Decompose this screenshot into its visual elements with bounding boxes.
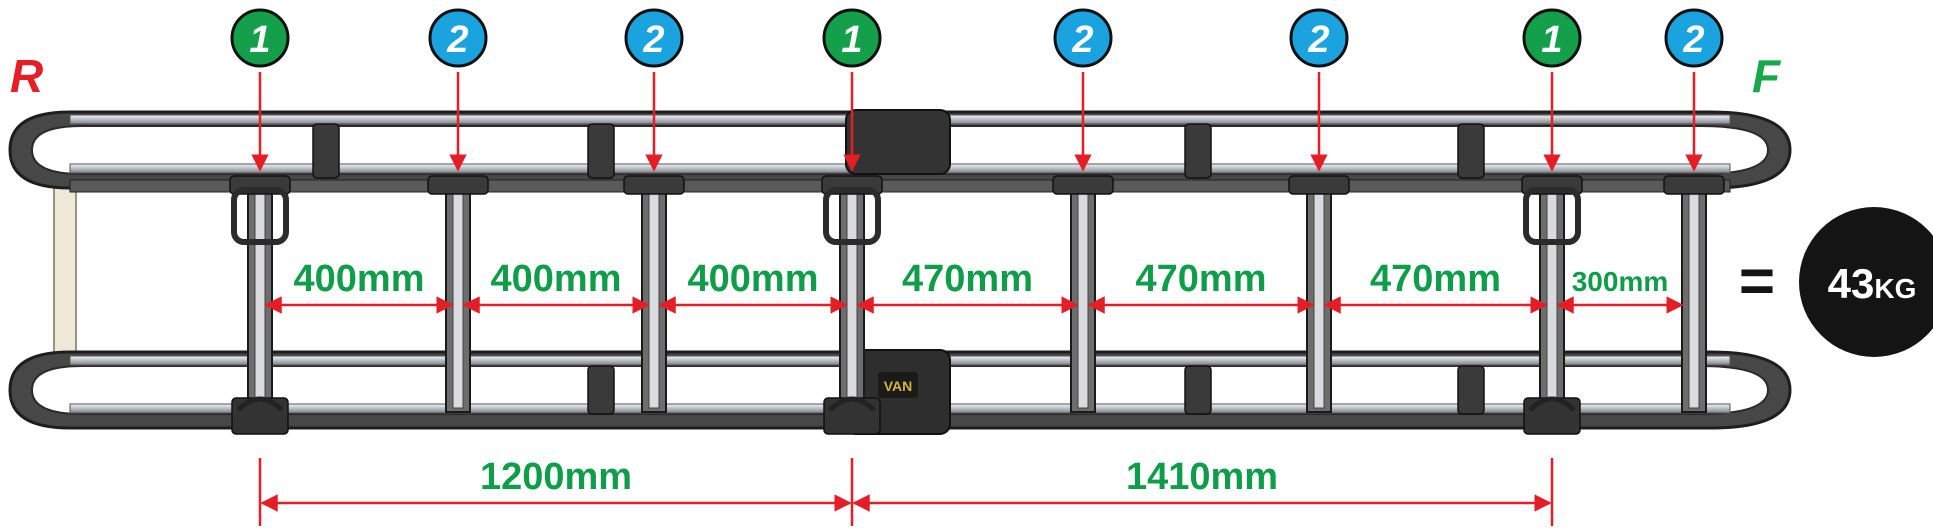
spacing-label: 300mm <box>1572 266 1669 297</box>
rail-clips <box>312 123 1485 415</box>
brand-badge: VAN <box>884 378 913 394</box>
spacing-label: 400mm <box>688 258 819 300</box>
marker: 2 <box>428 8 488 172</box>
weight-disc <box>1799 207 1933 357</box>
crossbar <box>1288 175 1350 413</box>
overall-dimension: 1410mm <box>852 456 1552 512</box>
crossbar <box>1521 175 1583 435</box>
spacing-dimension: 300mm <box>1556 266 1684 314</box>
overall-dimensions: 1200mm 1410mm <box>258 456 1554 526</box>
crossbar <box>229 175 291 435</box>
spacing-dimensions: 400mm 400mm 400mm 470mm 470mm 470mm 300mm <box>264 258 1684 314</box>
marker-label: 2 <box>446 19 468 61</box>
weight-unit: KG <box>1874 273 1916 304</box>
marker-label: 2 <box>1071 19 1093 61</box>
crossbar <box>1663 175 1725 413</box>
marker: 1 <box>230 8 290 172</box>
marker: 2 <box>624 8 684 172</box>
spacing-label: 470mm <box>902 258 1033 300</box>
overall-label: 1410mm <box>1126 456 1278 498</box>
weight-value: 43 <box>1828 260 1875 307</box>
marker-label: 1 <box>249 19 270 61</box>
front-label: F <box>1752 50 1782 102</box>
marker: 2 <box>1289 8 1349 172</box>
spacing-dimension: 470mm <box>856 258 1079 314</box>
marker-label: 2 <box>1682 19 1704 61</box>
spacing-dimension: 400mm <box>658 258 848 314</box>
marker: 1 <box>1522 8 1582 172</box>
spacing-label: 400mm <box>294 258 425 300</box>
spacing-dimension: 400mm <box>462 258 650 314</box>
marker: 2 <box>1664 8 1724 172</box>
weight-text: 43KG <box>1828 260 1917 307</box>
center-coupler: VAN <box>845 109 951 435</box>
marker: 1 <box>822 8 882 172</box>
weight-indicator: = 43KG <box>1739 207 1933 357</box>
position-markers: 1 2 2 1 2 2 1 2 <box>230 8 1724 172</box>
overall-label: 1200mm <box>480 456 632 498</box>
crossbar <box>821 175 883 435</box>
crossbar <box>1052 175 1114 413</box>
marker-label: 1 <box>841 19 862 61</box>
spacing-dimension: 470mm <box>1323 258 1548 314</box>
spacing-label: 400mm <box>491 258 622 300</box>
crossbar <box>623 175 685 413</box>
crossbar <box>427 175 489 413</box>
rear-label: R <box>10 50 43 102</box>
marker-label: 2 <box>642 19 664 61</box>
equals-sign: = <box>1739 247 1775 316</box>
spacing-label: 470mm <box>1136 258 1267 300</box>
marker: 2 <box>1053 8 1113 172</box>
spacing-dimension: 400mm <box>264 258 454 314</box>
spacing-dimension: 470mm <box>1087 258 1315 314</box>
marker-label: 2 <box>1307 19 1329 61</box>
spacing-label: 470mm <box>1370 258 1501 300</box>
crossbars <box>229 175 1725 435</box>
marker-label: 1 <box>1541 19 1562 61</box>
overall-dimension: 1200mm <box>260 456 852 512</box>
